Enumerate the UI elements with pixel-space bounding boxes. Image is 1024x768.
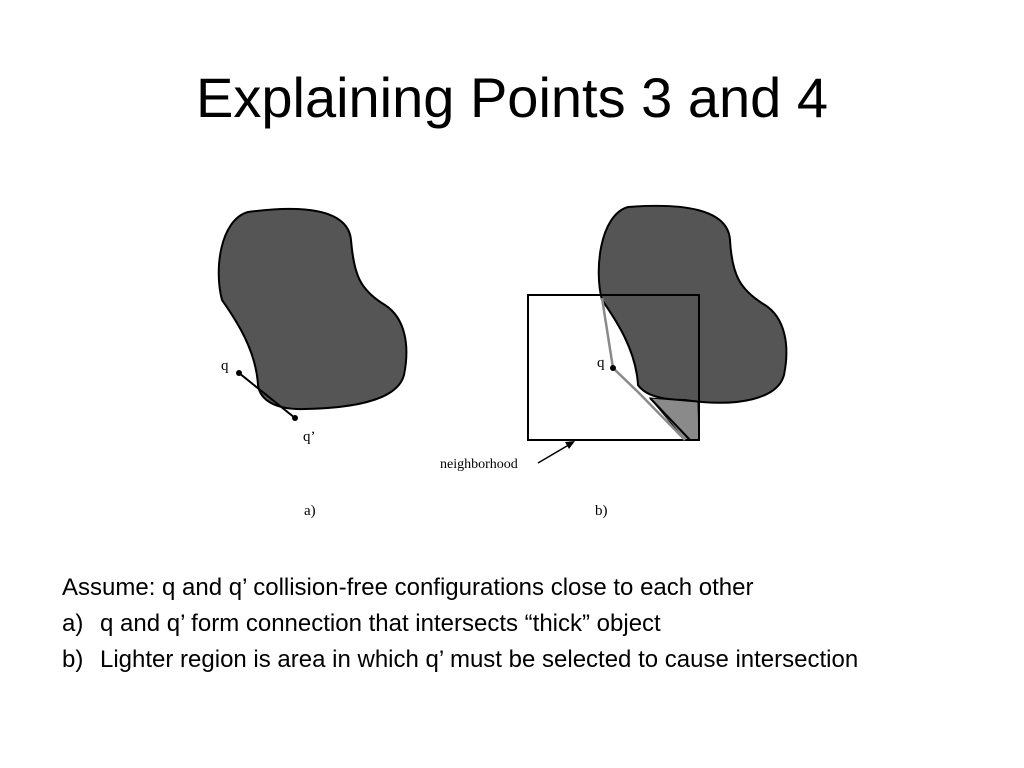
connection-segment-a	[238, 372, 296, 419]
caption-a: a)	[304, 503, 316, 519]
obstacle-b	[597, 204, 788, 404]
point-b: b) Lighter region is area in which q’ mu…	[62, 644, 962, 676]
point-a-text: q and q’ form connection that intersects…	[100, 610, 661, 637]
obstacle-a	[217, 207, 408, 411]
explanation-text: Assume: q and q’ collision-free configur…	[62, 572, 962, 676]
point-b-text: Lighter region is area in which q’ must …	[100, 646, 859, 673]
label-q-prime-a: q’	[303, 429, 316, 445]
point-a-marker: a)	[62, 610, 84, 637]
q-prime-point-a	[292, 415, 298, 421]
neighborhood-square	[527, 294, 700, 441]
label-q-a: q	[221, 358, 229, 374]
q-point-a	[236, 370, 242, 376]
point-a: a) q and q’ form connection that interse…	[62, 608, 962, 640]
visibility-boundary	[600, 297, 686, 441]
point-b-marker: b)	[62, 646, 84, 673]
neighborhood-label: neighborhood	[440, 457, 518, 472]
label-q-b: q	[597, 355, 605, 371]
q-point-b	[610, 365, 616, 371]
slide-title: Explaining Points 3 and 4	[196, 66, 828, 129]
lighter-region-edge	[649, 397, 691, 441]
intro-text: Assume: q and q’ collision-free configur…	[62, 574, 754, 601]
neighborhood-arrowhead	[565, 441, 575, 449]
caption-b: b)	[595, 503, 608, 519]
neighborhood-arrow	[537, 442, 573, 464]
